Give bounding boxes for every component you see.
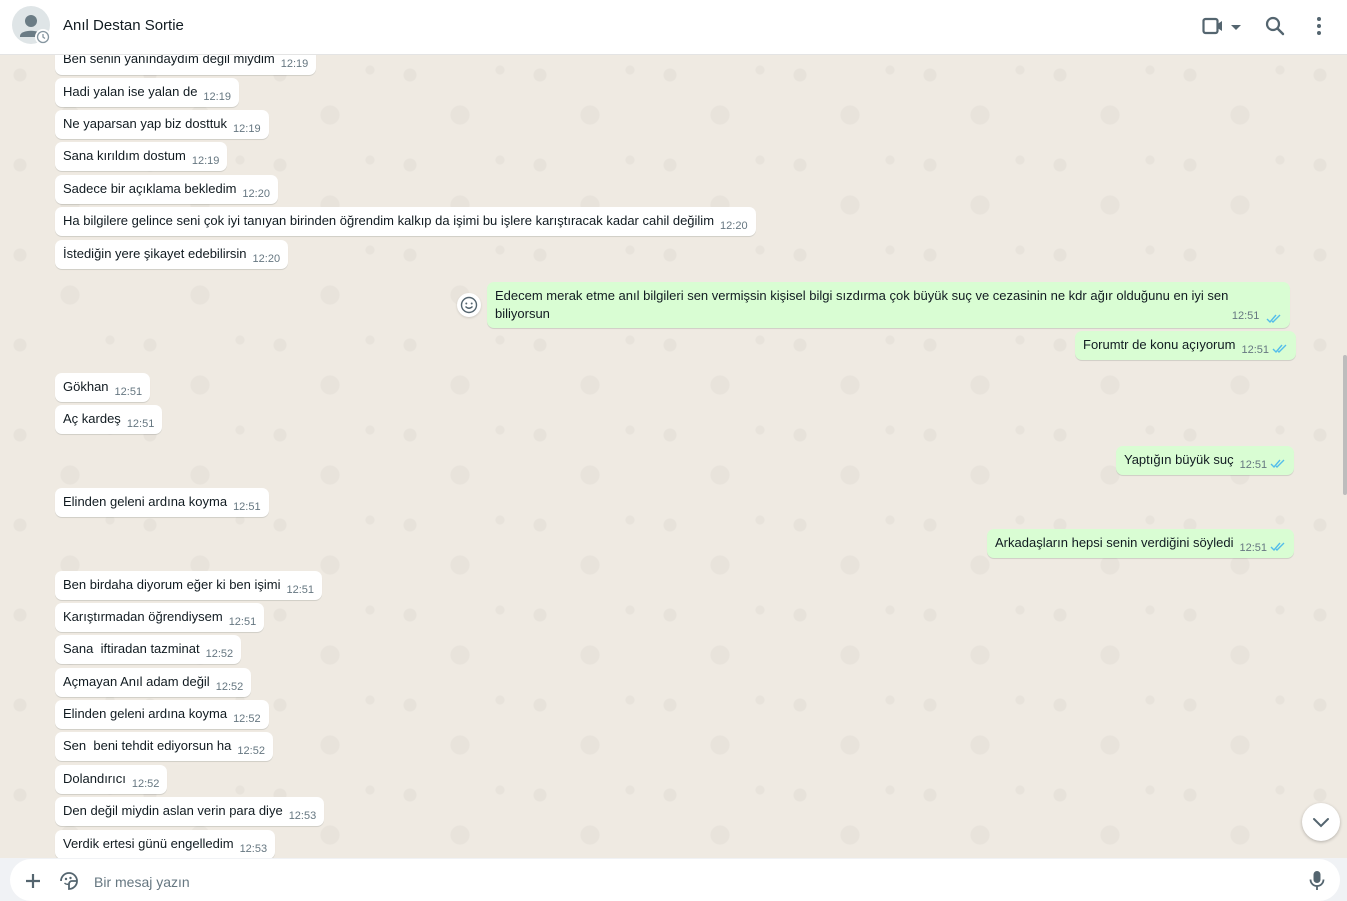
- message-text: İstediğin yere şikayet edebilirsin: [63, 246, 247, 261]
- read-ticks-icon: [1266, 314, 1281, 324]
- message-text: Forumtr de konu açıyorum: [1083, 337, 1236, 352]
- message-time: 12:19: [191, 155, 220, 167]
- message-text: Sen beni tehdit ediyorsun ha: [63, 738, 232, 753]
- read-ticks-icon: [1270, 542, 1285, 552]
- message-time: 12:19: [233, 123, 261, 135]
- message-time: 12:19: [280, 58, 309, 70]
- message-outgoing[interactable]: Forumtr de konu açıyorum 12:51: [1075, 331, 1296, 360]
- message-time: 12:52: [215, 681, 244, 693]
- message-time: 12:51: [126, 418, 155, 430]
- message-incoming[interactable]: Ha bilgilere gelince seni çok iyi tanıya…: [55, 207, 756, 236]
- message-outgoing[interactable]: Yaptığın büyük suç 12:51: [1116, 446, 1295, 475]
- message-time: 12:20: [242, 188, 270, 200]
- message-incoming[interactable]: Ben birdaha diyorum eğer ki ben işimi 12:…: [55, 571, 323, 600]
- message-time: 12:19: [203, 91, 231, 103]
- message-text: Verdik ertesi günü engelledim: [63, 836, 234, 851]
- message-text: Ne yaparsan yap biz dosttuk: [63, 116, 228, 131]
- message-incoming[interactable]: Elinden geleni ardına koyma 12:52: [55, 700, 269, 729]
- message-text: Den değil miydin aslan verin para diye: [63, 803, 283, 818]
- read-ticks-icon: [1270, 459, 1285, 469]
- message-time: 12:51: [286, 584, 315, 596]
- menu-icon[interactable]: [1310, 14, 1328, 43]
- message-incoming[interactable]: Sana kırıldım dostum 12:19: [55, 142, 228, 171]
- message-time: 12:53: [288, 810, 317, 822]
- message-incoming[interactable]: Elinden geleni ardına koyma 12:51: [55, 488, 269, 517]
- status-clock-icon: [35, 29, 51, 45]
- message-text: Arkadaşların hepsi senin verdiğini söyle…: [995, 535, 1234, 550]
- sticker-icon[interactable]: [58, 870, 80, 897]
- message-outgoing[interactable]: Edecem merak etme anıl bilgileri sen ver…: [487, 282, 1290, 328]
- message-text: Elinden geleni ardına koyma: [63, 706, 228, 721]
- message-incoming[interactable]: Sana iftiradan tazminat 12:52: [55, 635, 242, 664]
- message-input[interactable]: [92, 871, 1286, 893]
- message-incoming[interactable]: Karıştırmadan öğrendiysem 12:51: [55, 603, 265, 632]
- emoji-reaction-button[interactable]: [457, 293, 481, 317]
- message-text: Açmayan Anıl adam değil: [63, 674, 210, 689]
- smiley-icon: [460, 296, 478, 314]
- message-incoming[interactable]: Sen beni tehdit ediyorsun ha 12:52: [55, 732, 273, 761]
- message-time: 12:20: [252, 253, 281, 265]
- message-text: Sana iftiradan tazminat: [63, 641, 200, 656]
- message-text: Ben birdaha diyorum eğer ki ben işimi: [63, 577, 281, 592]
- message-incoming[interactable]: Gökhan 12:51: [55, 373, 151, 402]
- message-text: Ben senin yanındaydım değil miydim: [63, 55, 275, 66]
- message-incoming[interactable]: İstediğin yere şikayet edebilirsin 12:20: [55, 240, 289, 269]
- message-text: Dolandırıcı: [63, 771, 126, 786]
- video-call-icon[interactable]: [1202, 14, 1224, 43]
- message-text: Yaptığın büyük suç: [1124, 452, 1234, 467]
- message-incoming[interactable]: Dolandırıcı 12:52: [55, 765, 168, 794]
- chevron-down-icon: [1313, 818, 1329, 828]
- message-incoming[interactable]: Verdik ertesi günü engelledim 12:53: [55, 830, 276, 858]
- message-incoming[interactable]: Den değil miydin aslan verin para diye 12…: [55, 797, 325, 826]
- scrollbar-thumb[interactable]: [1343, 355, 1347, 495]
- message-time: 12:51: [1241, 344, 1269, 356]
- message-text: Sadece bir açıklama bekledim: [63, 181, 237, 196]
- message-incoming[interactable]: Hadi yalan ise yalan de 12:19: [55, 78, 239, 107]
- contact-name[interactable]: Anıl Destan Sortie: [63, 17, 184, 34]
- message-text: Elinden geleni ardına koyma: [63, 494, 228, 509]
- message-time: 12:53: [239, 843, 268, 855]
- message-time: 12:52: [131, 778, 160, 790]
- search-icon[interactable]: [1264, 14, 1286, 43]
- message-text: Sana kırıldım dostum: [63, 148, 186, 163]
- message-text: Hadi yalan ise yalan de: [63, 84, 198, 99]
- message-time: 12:52: [237, 745, 265, 757]
- scroll-to-bottom-button[interactable]: [1302, 803, 1340, 841]
- message-time: 12:51: [233, 501, 261, 513]
- message-text: Ha bilgilere gelince seni çok iyi tanıya…: [63, 213, 715, 228]
- plus-icon[interactable]: [23, 871, 43, 896]
- message-time: 12:51: [228, 616, 257, 628]
- chat-header: Anıl Destan Sortie: [0, 0, 1347, 55]
- message-incoming[interactable]: Ben senin yanındaydım değil miydim 12:19: [55, 55, 317, 75]
- message-text: Karıştırmadan öğrendiysem: [63, 609, 223, 624]
- message-text: Edecem merak etme anıl bilgileri sen ver…: [495, 288, 1229, 321]
- microphone-icon[interactable]: [1307, 869, 1327, 898]
- message-outgoing[interactable]: Arkadaşların hepsi senin verdiğini söyle…: [987, 529, 1294, 558]
- message-incoming[interactable]: Açmayan Anıl adam değil 12:52: [55, 668, 252, 697]
- message-incoming[interactable]: Aç kardeş 12:51: [55, 405, 163, 434]
- message-time: 12:20: [720, 220, 748, 232]
- message-text: Gökhan: [63, 379, 109, 394]
- message-time: 12:51: [114, 386, 143, 398]
- message-incoming[interactable]: Sadece bir açıklama bekledim 12:20: [55, 175, 278, 204]
- message-time: 12:51: [1239, 459, 1268, 471]
- message-incoming[interactable]: Ne yaparsan yap biz dosttuk 12:19: [55, 110, 269, 139]
- message-time: 12:51: [1239, 542, 1267, 554]
- message-text: Aç kardeş: [63, 411, 121, 426]
- message-time: 12:52: [233, 713, 261, 725]
- read-ticks-icon: [1272, 344, 1287, 354]
- message-time: 12:51: [1231, 310, 1260, 322]
- chevron-down-icon[interactable]: [1230, 20, 1242, 38]
- message-time: 12:52: [205, 648, 234, 660]
